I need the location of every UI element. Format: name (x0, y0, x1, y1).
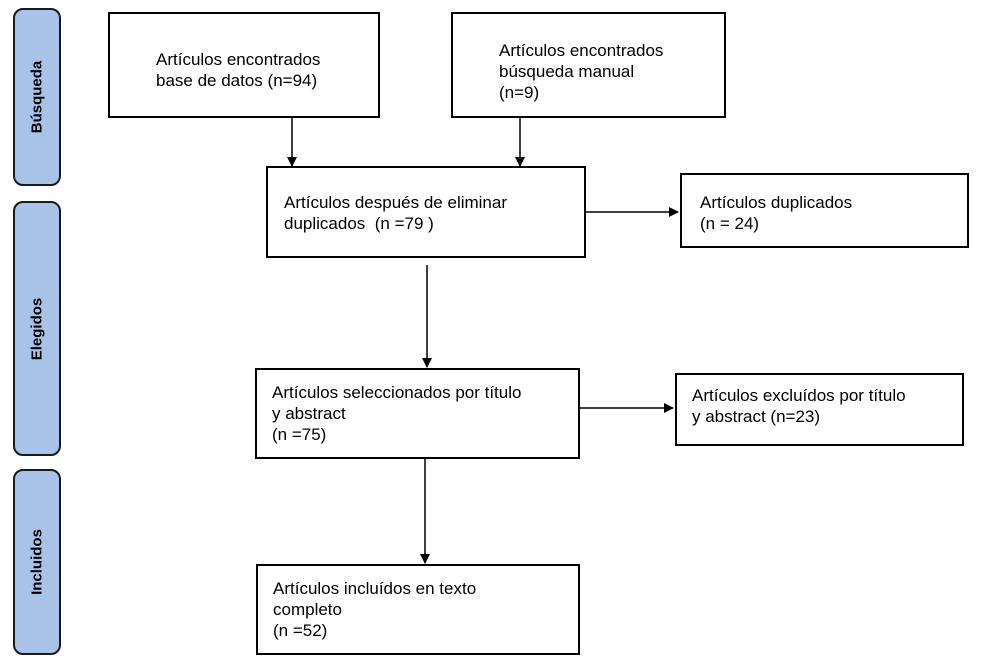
box-duplicates-line1: Artículos duplicados (700, 193, 853, 212)
box-duplicates-line2: (n = 24) (700, 214, 760, 233)
box-excluded-line1: Artículos excluídos por título (692, 386, 906, 405)
box-database-line1: Artículos encontrados (156, 50, 321, 69)
box-manual-articles: Artículos encontrados búsqueda manual (n… (451, 12, 726, 118)
box-excluded-line2: y abstract (n=23) (692, 407, 821, 426)
box-screened-line1: Artículos seleccionados por título (272, 383, 522, 402)
box-after-dedup-line1: Artículos después de eliminar (284, 193, 508, 212)
phase-elegidos-label: Elegidos (28, 297, 46, 360)
phase-busqueda: Búsqueda (13, 8, 61, 186)
box-after-dedup: Artículos después de eliminar duplicados… (266, 166, 586, 258)
box-screened-line2: y abstract (272, 404, 346, 423)
box-after-dedup-line2: duplicados (n =79 ) (284, 214, 434, 233)
phase-incluidos-label: Incluidos (28, 529, 46, 595)
phase-incluidos: Incluidos (13, 469, 61, 655)
box-screened-line3: (n =75) (272, 425, 327, 444)
box-screened: Artículos seleccionados por título y abs… (255, 368, 580, 459)
box-manual-line1: Artículos encontrados (499, 41, 664, 60)
box-manual-line2: búsqueda manual (499, 62, 635, 81)
box-included-line2: completo (273, 600, 342, 619)
box-database-line2: base de datos (n=94) (156, 71, 318, 90)
box-included-line3: (n =52) (273, 621, 328, 640)
phase-elegidos: Elegidos (13, 201, 61, 456)
box-database-articles: Artículos encontrados base de datos (n=9… (108, 12, 380, 118)
box-included-line1: Artículos incluídos en texto (273, 579, 477, 598)
box-excluded: Artículos excluídos por título y abstrac… (675, 373, 964, 446)
box-duplicates: Artículos duplicados (n = 24) (680, 173, 969, 248)
box-manual-line3: (n=9) (499, 83, 540, 102)
phase-busqueda-label: Búsqueda (28, 60, 46, 134)
box-included: Artículos incluídos en texto completo (n… (256, 564, 580, 655)
